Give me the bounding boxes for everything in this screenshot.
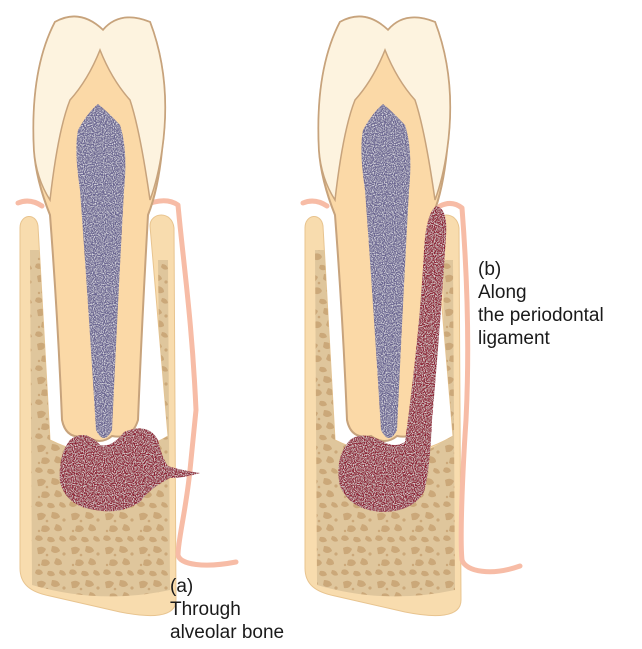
abscess-icon	[60, 428, 200, 511]
caption-panel-a: (a) Through alveolar bone	[170, 575, 284, 644]
caption-b-line-2: Along	[478, 281, 604, 304]
caption-panel-b: (b) Along the periodontal ligament	[478, 258, 604, 350]
caption-b-line-3: the periodontal	[478, 304, 604, 327]
panel-a	[18, 17, 236, 616]
caption-b-line-4: ligament	[478, 327, 604, 350]
tooth-icon	[33, 17, 165, 441]
caption-a-line-3: alveolar bone	[170, 621, 284, 644]
caption-a-line-1: (a)	[170, 575, 284, 598]
caption-b-line-1: (b)	[478, 258, 604, 281]
caption-a-line-2: Through	[170, 598, 284, 621]
